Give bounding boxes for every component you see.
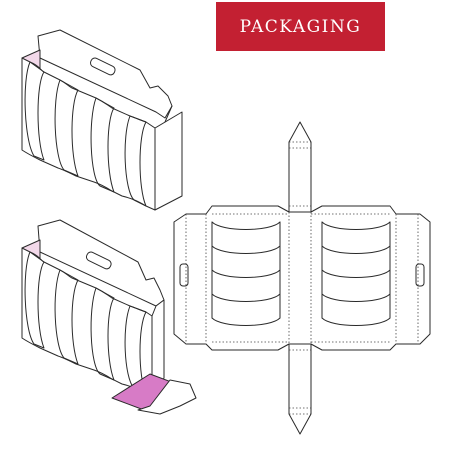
dieline-right-wave-3 bbox=[321, 293, 391, 302]
dieline-right-wave-2 bbox=[321, 269, 391, 278]
dieline-left-wave-2 bbox=[211, 269, 281, 278]
open-box-handle-hole bbox=[85, 251, 112, 270]
open-box-bulge-2 bbox=[54, 269, 79, 365]
open-box-bulge-1 bbox=[24, 251, 45, 349]
badge-background bbox=[216, 2, 385, 51]
badge-label: PACKAGING bbox=[239, 16, 362, 37]
dieline-right-wave-1 bbox=[321, 245, 391, 254]
closed-box-handle-flap bbox=[37, 29, 173, 119]
dieline-right-wave-top bbox=[321, 221, 391, 230]
open-box-bulge-3 bbox=[90, 287, 115, 381]
open-box-3d bbox=[21, 219, 197, 415]
closed-box-handle-hole bbox=[89, 57, 116, 76]
closed-box-bulge-2 bbox=[54, 79, 79, 177]
dieline-flat bbox=[173, 121, 431, 435]
dieline-left-wave-1 bbox=[211, 245, 281, 254]
dieline-body bbox=[173, 205, 431, 351]
open-box-tuck-end bbox=[137, 379, 197, 415]
closed-box-3d bbox=[21, 29, 183, 211]
dieline-left-handle-slot bbox=[179, 263, 189, 287]
dieline-left-wave-3 bbox=[211, 293, 281, 302]
closed-box-bulge-3 bbox=[90, 97, 115, 193]
closed-box-bulge-1 bbox=[24, 61, 45, 161]
dieline-left-wave-4 bbox=[211, 317, 281, 326]
closed-box-right-side bbox=[154, 111, 183, 211]
packaging-badge: PACKAGING bbox=[216, 2, 385, 51]
dieline-top-strip bbox=[288, 121, 312, 213]
dieline-left-wave-top bbox=[211, 221, 281, 230]
dieline-right-handle-slot bbox=[415, 263, 425, 287]
open-box-handle-flap bbox=[37, 219, 165, 307]
closed-box-bulge-4 bbox=[124, 115, 147, 207]
dieline-right-wave-4 bbox=[321, 317, 391, 326]
dieline-bottom-strip bbox=[288, 343, 312, 435]
